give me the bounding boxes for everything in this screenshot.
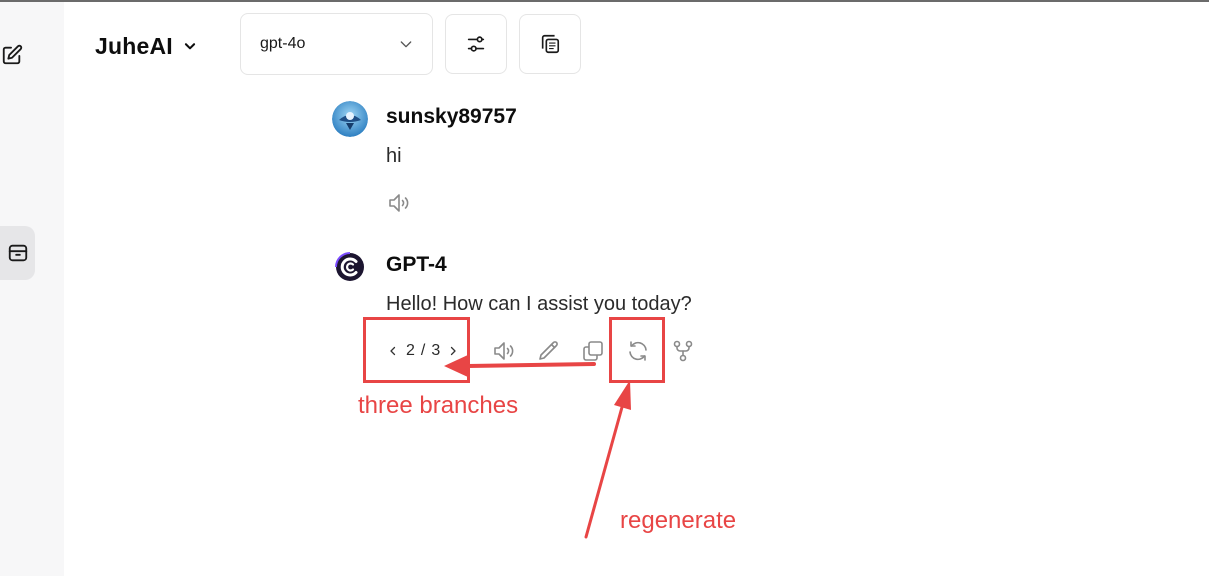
new-chat-icon [2,44,23,65]
branch-current: 2 [406,342,415,359]
copy-icon [583,341,603,361]
new-chat-button[interactable] [0,40,24,70]
message-text: Hello! How can I assist you today? [386,293,692,315]
chevron-left-icon [390,346,396,356]
branch-separator: / [420,342,426,359]
chevron-down-icon [184,43,195,50]
speaker-icon [494,342,514,360]
regenerate-icon [629,341,647,361]
chevron-down-icon [400,41,412,48]
settings-button[interactable] [445,14,507,74]
fork-button[interactable] [669,337,697,365]
fork-icon [673,340,693,362]
pencil-icon [539,341,558,360]
speaker-icon [389,194,409,212]
regenerate-annotation-label: regenerate [620,507,737,534]
message-author: GPT-4 [386,253,447,276]
user-avatar [332,101,368,137]
edit-button[interactable] [535,338,563,364]
previous-branch-button[interactable] [386,341,400,361]
model-select[interactable]: gpt-4o [240,13,433,75]
copy-icon [541,34,560,54]
copy-conversation-button[interactable] [519,14,581,74]
top-border [0,0,1209,2]
chevron-right-icon [451,346,456,356]
branch-pager: 2 / 3 [386,338,472,364]
message-text: hi [386,145,402,167]
read-aloud-button[interactable] [489,337,519,365]
archive-button[interactable] [0,226,35,280]
regenerate-highlight-box [609,317,665,383]
copy-message-button[interactable] [579,337,607,365]
header: JuheAI gpt-4o [64,2,1209,92]
regenerate-button[interactable] [624,337,652,365]
brand-menu[interactable]: JuheAI [95,30,197,62]
branch-total: 3 [431,342,441,359]
next-branch-button[interactable] [446,341,460,361]
settings-sliders-icon [467,36,485,52]
read-aloud-button[interactable] [384,190,414,216]
assistant-avatar [332,249,368,285]
branches-highlight-box [363,317,470,383]
archive-icon [8,244,27,262]
message-user: sunsky89757 hi [332,101,1032,221]
brand-name: JuheAI [95,32,173,59]
message-assistant: GPT-4 Hello! How can I assist you today? [332,249,1032,369]
branches-annotation-label: three branches [358,392,519,419]
message-author: sunsky89757 [386,105,517,128]
sidebar [0,2,64,576]
model-select-value: gpt-4o [260,35,306,52]
